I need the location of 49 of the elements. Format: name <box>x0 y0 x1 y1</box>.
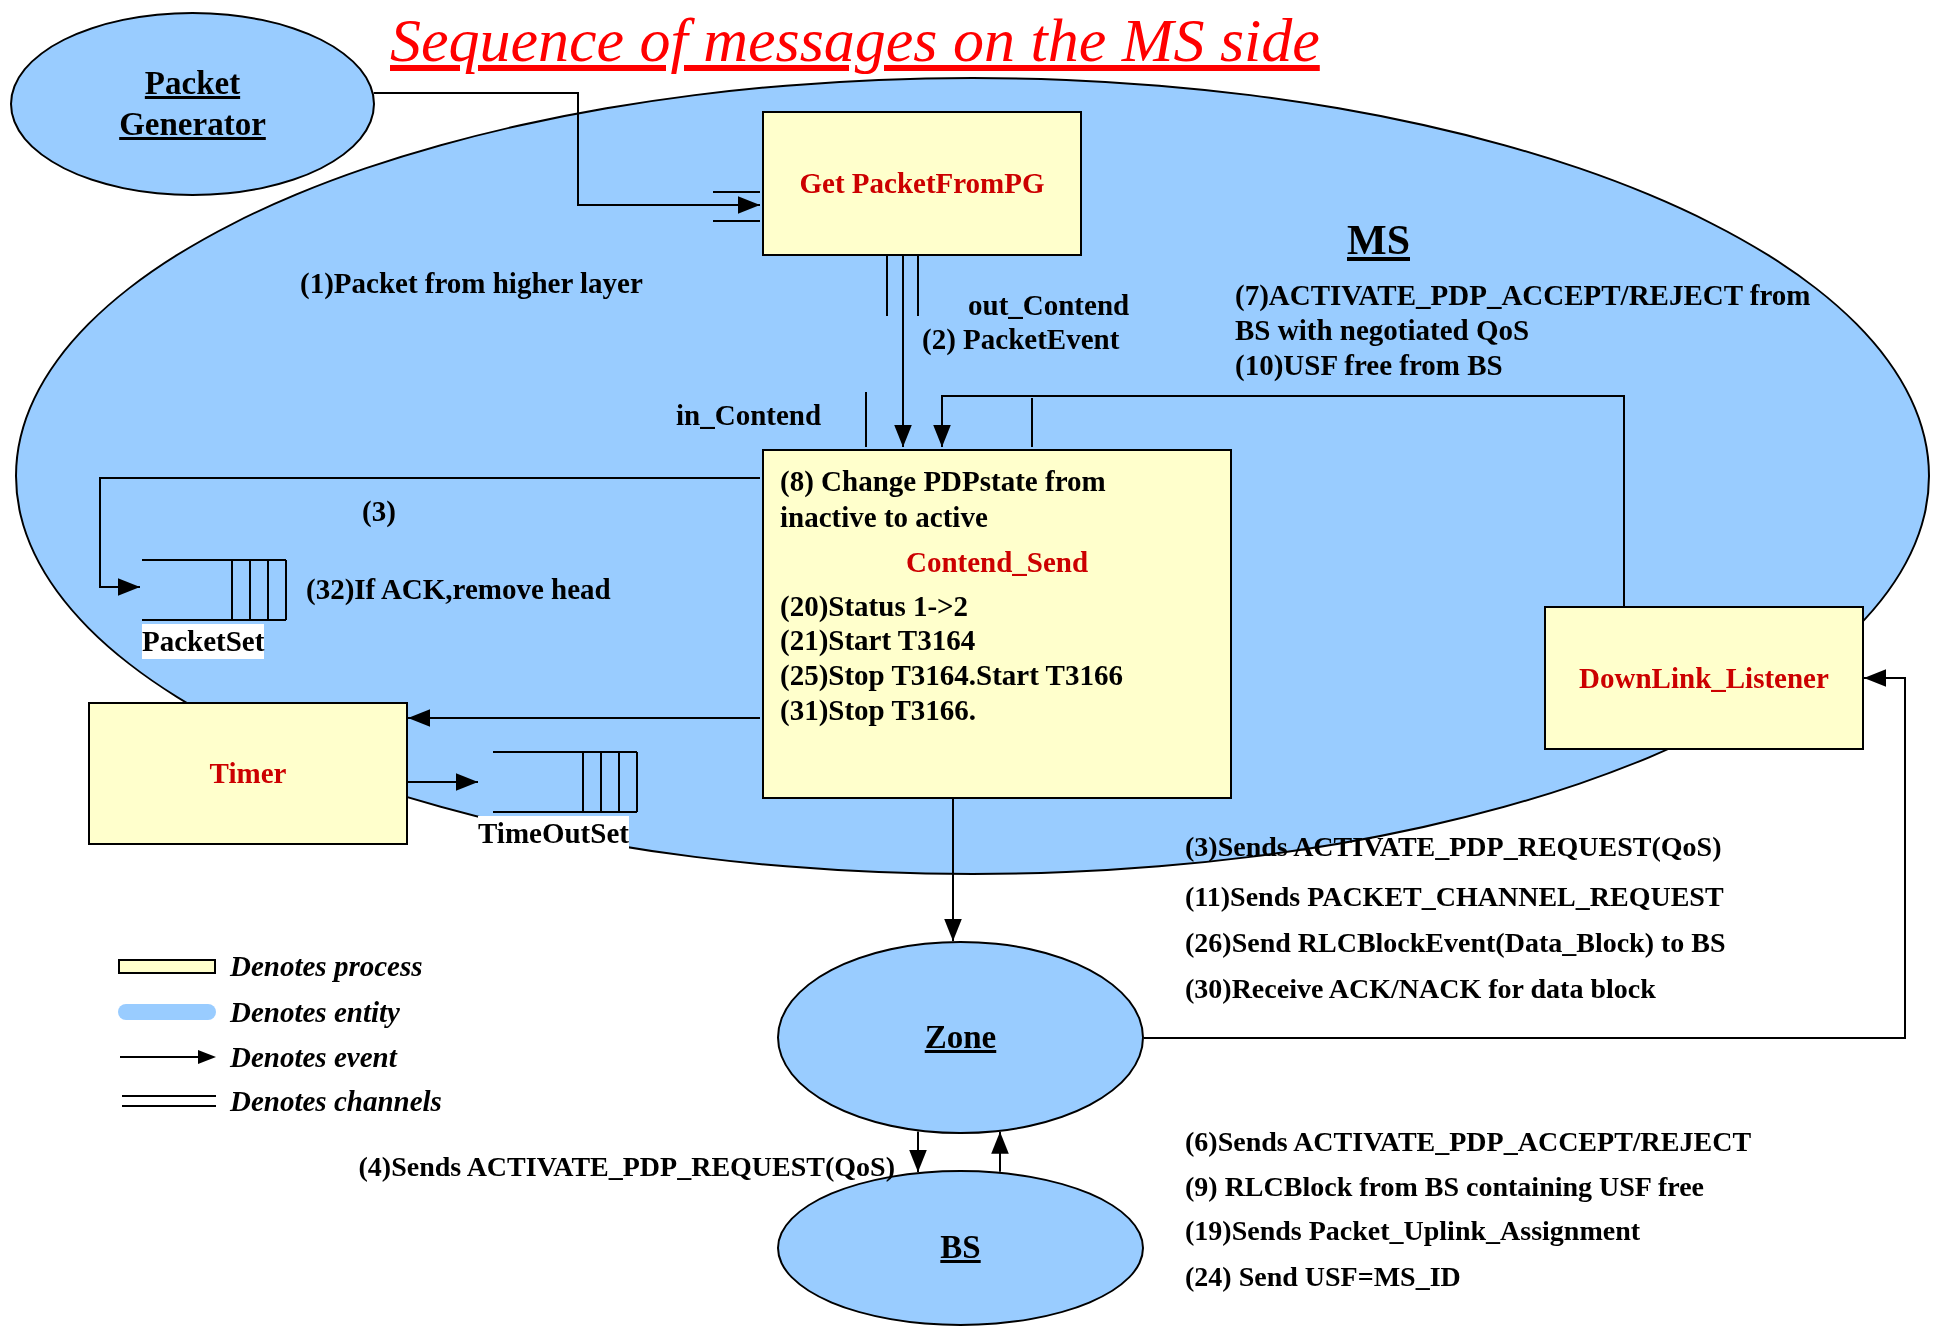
process-box <box>762 449 1232 799</box>
message-label: (24) Send USF=MS_ID <box>1185 1260 1461 1294</box>
process-step: (20)Status 1->2 <box>780 588 969 624</box>
message-label: (6)Sends ACTIVATE_PDP_ACCEPT/REJECT <box>1185 1125 1752 1159</box>
process-step: (31)Stop T3166. <box>780 692 977 728</box>
process-name: DownLink_Listener <box>1579 661 1829 695</box>
arrow <box>991 1130 1009 1173</box>
arrow <box>944 796 962 943</box>
arrow <box>407 709 761 727</box>
legend-label: Denotes channels <box>230 1084 442 1119</box>
message-label: (26)Send RLCBlockEvent(Data_Block) to BS <box>1185 926 1726 960</box>
message-label: (3)Sends ACTIVATE_PDP_REQUEST(QoS) <box>1185 830 1722 864</box>
message-label: (32)If ACK,remove head <box>306 572 611 607</box>
message-label: (2) PacketEvent <box>922 322 1120 357</box>
arrow <box>909 1130 927 1174</box>
message-label: (1)Packet from higher layer <box>300 266 643 301</box>
entity-name: MS <box>1347 216 1410 265</box>
message-label: (10)USF free from BS <box>1235 348 1503 383</box>
entity-name: Zone <box>924 1017 997 1057</box>
legend-label: Denotes process <box>230 949 423 984</box>
message-label: (7)ACTIVATE_PDP_ACCEPT/REJECT from BS with negotiated QoS <box>1235 278 1812 348</box>
message-label: (4)Sends ACTIVATE_PDP_REQUEST(QoS) <box>358 1150 895 1184</box>
message-label: (30)Receive ACK/NACK for data block <box>1185 972 1656 1006</box>
message-label: in_Contend <box>676 398 822 433</box>
arrow <box>933 395 1625 607</box>
message-label: out_Contend <box>968 288 1130 323</box>
message-label: (9) RLCBlock from BS containing USF free <box>1185 1170 1705 1204</box>
process-name: Get PacketFromPG <box>799 167 1045 200</box>
queue-label: PacketSet <box>142 624 265 659</box>
queue-label: TimeOutSet <box>478 816 629 851</box>
arrow <box>894 253 912 448</box>
process-name: Timer <box>209 757 287 790</box>
entity-name: BS <box>940 1228 981 1268</box>
message-label: (19)Sends Packet_Uplink_Assignment <box>1185 1214 1641 1248</box>
arrow <box>372 92 761 214</box>
diagram-title: Sequence of messages on the MS side <box>390 5 1320 76</box>
process-step: (21)Start T3164 <box>780 623 976 659</box>
process-box <box>762 111 1082 256</box>
legend-label: Denotes entity <box>230 995 400 1030</box>
legend-label: Denotes event <box>230 1040 397 1075</box>
arrow <box>1143 669 1906 1039</box>
entity-name: Packet Generator <box>118 63 267 144</box>
process-step: (25)Stop T3164.Start T3166 <box>780 658 1123 693</box>
message-label: (11)Sends PACKET_CHANNEL_REQUEST <box>1185 880 1724 914</box>
process-name: Contend_Send <box>905 545 1089 579</box>
message-label: (3) <box>362 494 396 529</box>
process-note: (8) Change PDPstate from inactive to active <box>780 464 1107 536</box>
arrow <box>99 477 761 596</box>
arrow <box>407 773 479 791</box>
